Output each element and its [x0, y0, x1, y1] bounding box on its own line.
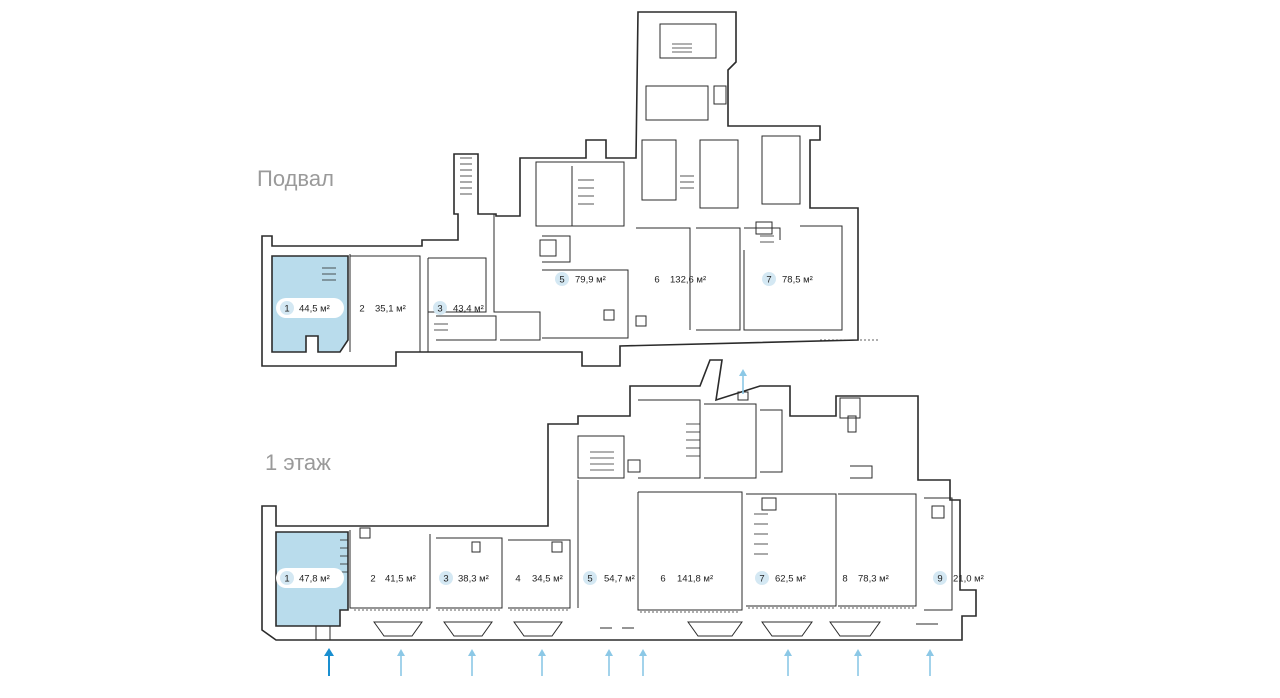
room-area: 34,5 м²: [532, 574, 563, 585]
room-number: 2: [359, 304, 364, 315]
floor-label-first-floor: 1 этаж: [265, 450, 331, 475]
room-area: 44,5 м²: [299, 304, 330, 315]
entrance-arrow-icon[interactable]: [397, 649, 405, 676]
room-area: 141,8 м²: [677, 574, 713, 585]
basement-plan: 1 44,5 м² 2 35,1 м² 3 43,4 м² 5 79,9 м² …: [261, 11, 880, 367]
entrance-arrow-room-1[interactable]: [324, 648, 334, 676]
room-number: 1: [284, 574, 289, 585]
basement-room-5[interactable]: 5 79,9 м²: [555, 272, 606, 286]
basement-room-2[interactable]: 2 35,1 м²: [359, 304, 405, 315]
room-number: 7: [766, 275, 771, 286]
basement-room-1[interactable]: 1 44,5 м²: [276, 298, 344, 318]
room-area: 62,5 м²: [775, 574, 806, 585]
room-area: 132,6 м²: [670, 275, 706, 286]
room-area: 78,5 м²: [782, 275, 813, 286]
floor-label-basement: Подвал: [257, 166, 334, 191]
basement-outline: [261, 11, 859, 367]
entrance-arrow-courtyard-icon[interactable]: [739, 369, 747, 394]
room-number: 2: [370, 574, 375, 585]
room-area: 41,5 м²: [385, 574, 416, 585]
first-floor-plan: 1 47,8 м² 2 41,5 м² 3 38,3 м² 4 34,5 м² …: [261, 359, 984, 676]
basement-room-7[interactable]: 7 78,5 м²: [762, 272, 813, 286]
entrance-arrow-icon[interactable]: [605, 649, 613, 676]
first-floor-outline: [261, 359, 977, 641]
room-number: 1: [284, 304, 289, 315]
room-area: 78,3 м²: [858, 574, 889, 585]
first-floor-stairs-icon: [340, 423, 768, 573]
room-number: 5: [559, 275, 564, 286]
room-number: 9: [937, 574, 942, 585]
entrance-arrow-icon[interactable]: [784, 649, 792, 676]
entrance-arrow-icon[interactable]: [854, 649, 862, 676]
basement-room-6[interactable]: 6 132,6 м²: [654, 275, 706, 286]
room-number: 7: [759, 574, 764, 585]
room-number: 4: [515, 574, 520, 585]
entrance-arrow-icon[interactable]: [926, 649, 934, 676]
entrance-arrow-icon[interactable]: [468, 649, 476, 676]
room-area: 54,7 м²: [604, 574, 635, 585]
first-floor-room-8[interactable]: 8 78,3 м²: [842, 574, 888, 585]
room-number: 8: [842, 574, 847, 585]
room-area: 35,1 м²: [375, 304, 406, 315]
first-floor-room-3[interactable]: 3 38,3 м²: [439, 571, 489, 585]
first-floor-room-4[interactable]: 4 34,5 м²: [515, 574, 562, 585]
room-area: 38,3 м²: [458, 574, 489, 585]
room-area: 47,8 м²: [299, 574, 330, 585]
first-floor-room-6[interactable]: 6 141,8 м²: [660, 574, 713, 585]
room-number: 6: [654, 275, 659, 286]
first-floor-room-9[interactable]: 9 21,0 м²: [933, 571, 984, 585]
room-number: 5: [587, 574, 592, 585]
first-floor-doors: [315, 621, 938, 640]
entrance-arrow-icon[interactable]: [639, 649, 647, 676]
room-area: 21,0 м²: [953, 574, 984, 585]
room-area: 79,9 м²: [575, 275, 606, 286]
first-floor-room-7[interactable]: 7 62,5 м²: [755, 571, 806, 585]
room-area: 43,4 м²: [453, 304, 484, 315]
first-floor-room-1[interactable]: 1 47,8 м²: [276, 568, 344, 588]
first-floor-room-2[interactable]: 2 41,5 м²: [370, 574, 415, 585]
room-number: 6: [660, 574, 665, 585]
basement-room-3[interactable]: 3 43,4 м²: [433, 301, 484, 315]
basement-stairs-icon: [322, 43, 774, 331]
entrance-arrow-icon[interactable]: [538, 649, 546, 676]
room-number: 3: [443, 574, 448, 585]
first-floor-room-5[interactable]: 5 54,7 м²: [583, 571, 635, 585]
room-number: 3: [437, 304, 442, 315]
